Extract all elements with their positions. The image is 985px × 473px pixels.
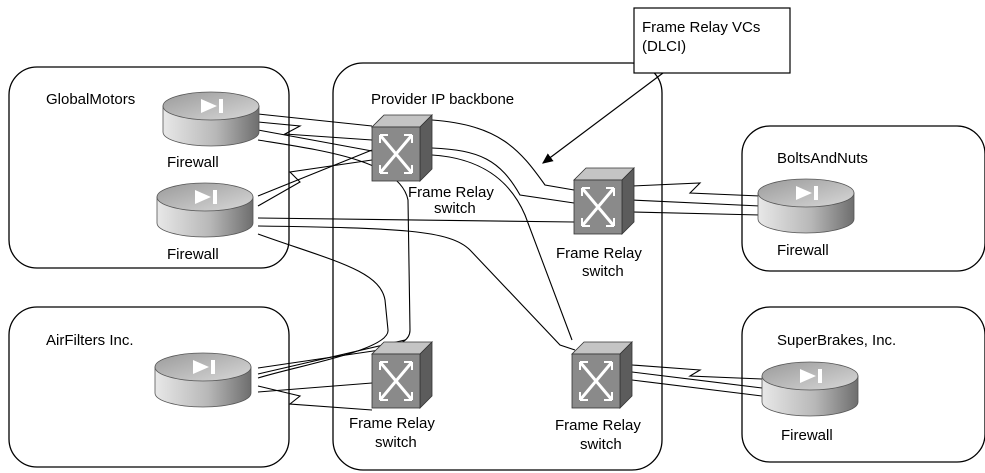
link-br-sb-a [631, 364, 763, 380]
site-airfilters-name: AirFilters Inc. [46, 332, 134, 349]
callout-line1: Frame Relay VCs [642, 19, 760, 36]
frame-relay-switch-icon[interactable] [573, 167, 635, 235]
link-gm2-topswitch-a [257, 149, 373, 197]
link-gm2-brswitch [257, 225, 576, 351]
switch-top-label2: switch [434, 200, 476, 217]
firewall-icon[interactable] [154, 352, 252, 408]
callout-arrow [542, 72, 664, 164]
link-gm1-topswitch-a [257, 113, 373, 127]
link-top-mid-a [431, 119, 575, 191]
switch-botright-label2: switch [580, 436, 622, 453]
firewall-icon[interactable] [757, 178, 855, 234]
frame-relay-switch-icon[interactable] [371, 114, 433, 182]
sb-firewall-label: Firewall [781, 427, 833, 444]
gm-firewall1-label: Firewall [167, 154, 219, 171]
site-superbrakes-box [741, 306, 985, 463]
link-top-mid-b [431, 147, 575, 204]
switch-mid-label2: switch [582, 263, 624, 280]
firewall-icon[interactable] [761, 361, 859, 417]
site-airfilters-box [8, 306, 290, 468]
link-top-br [431, 154, 573, 341]
bn-firewall-label: Firewall [777, 242, 829, 259]
callout-line2: (DLCI) [642, 38, 686, 55]
firewall-icon[interactable] [162, 91, 260, 147]
frame-relay-switch-icon[interactable] [371, 341, 433, 409]
site-superbrakes-name: SuperBrakes, Inc. [777, 332, 896, 349]
link-gm1-topswitch-b [257, 121, 373, 141]
callout-box [633, 7, 791, 74]
switch-botleft-label2: switch [375, 434, 417, 451]
link-br-sb-c [631, 379, 763, 397]
switch-mid-label1: Frame Relay [556, 245, 642, 262]
firewall-icon[interactable] [156, 182, 254, 238]
connection-lines [257, 113, 763, 411]
backbone-box [332, 62, 663, 471]
gm-firewall2-label: Firewall [167, 246, 219, 263]
site-boltsandnuts-name: BoltsAndNuts [777, 150, 868, 167]
link-af-blswitch-b [257, 382, 373, 393]
site-globalmotors-name: GlobalMotors [46, 91, 135, 108]
link-gm2-airfilters [257, 233, 389, 379]
link-gm2-topswitch-b [257, 159, 373, 207]
link-mid-bn-b [631, 199, 761, 207]
link-gm2-midswitch [257, 217, 575, 223]
link-af-up-a [257, 349, 381, 369]
site-boltsandnuts-box [741, 125, 985, 272]
link-af-blswitch-a [257, 385, 373, 411]
frame-relay-switch-icon[interactable] [571, 341, 633, 409]
link-mid-bn-a [631, 182, 761, 197]
backbone-title: Provider IP backbone [371, 91, 514, 108]
site-globalmotors-box [8, 66, 290, 269]
link-mid-bn-c [631, 211, 761, 216]
link-gm1-topswitch-c [257, 129, 373, 152]
switch-top-label1: Frame Relay [408, 184, 494, 201]
switch-botleft-label1: Frame Relay [349, 415, 435, 432]
link-br-sb-b [631, 371, 763, 389]
switch-botright-label1: Frame Relay [555, 417, 641, 434]
